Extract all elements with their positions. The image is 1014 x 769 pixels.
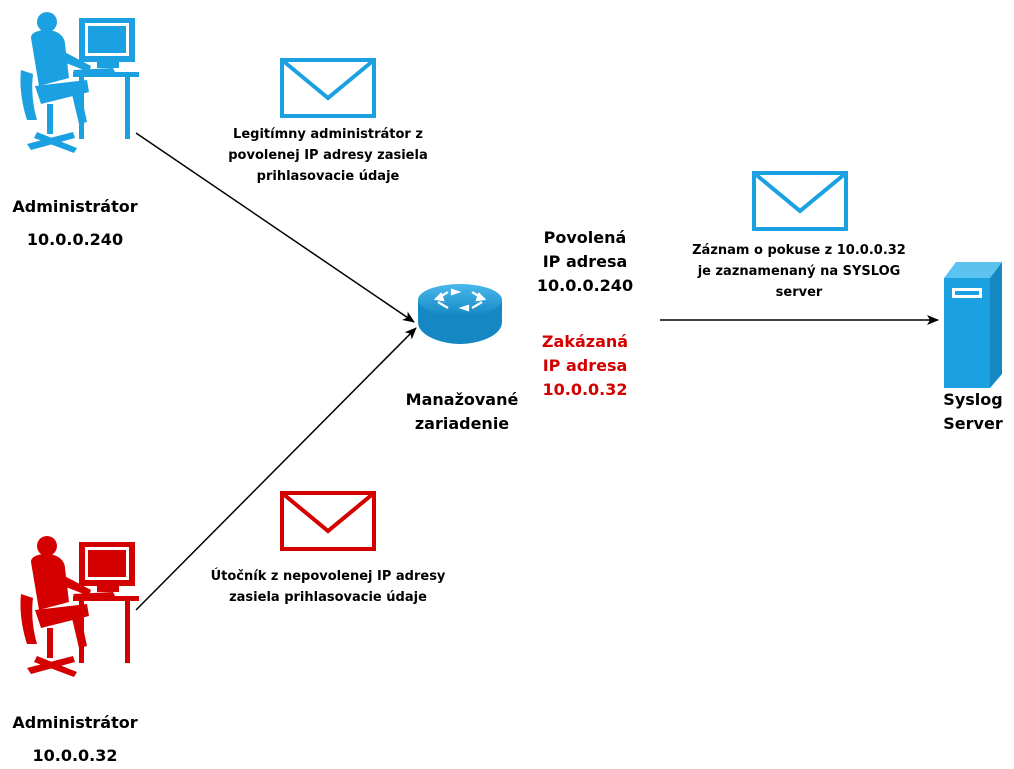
legit-message-line: prihlasovacie údaje bbox=[256, 169, 400, 184]
syslog-message-line: server bbox=[775, 285, 823, 300]
router-label-line: zariadenie bbox=[414, 414, 510, 433]
envelope-icon bbox=[280, 491, 376, 551]
allowed-ip-rule: Povolená IP adresa 10.0.0.240 bbox=[520, 226, 650, 298]
denied-ip-rule-line: 10.0.0.32 bbox=[542, 380, 628, 399]
person-at-computer-icon bbox=[20, 536, 139, 677]
admin-attacker-ip: 10.0.0.32 bbox=[32, 746, 118, 765]
syslog-server-label-line: Syslog bbox=[943, 390, 1003, 409]
admin-attacker-name: Administrátor bbox=[12, 713, 138, 732]
syslog-message: Záznam o pokuse z 10.0.0.32 je zaznamena… bbox=[666, 240, 932, 303]
admin-attacker-label: Administrátor 10.0.0.32 bbox=[0, 713, 150, 766]
syslog-message-line: je zaznamenaný na SYSLOG bbox=[697, 264, 901, 279]
attacker-message-line: zasiela prihlasovacie údaje bbox=[229, 590, 427, 605]
person-at-computer-icon bbox=[20, 12, 139, 153]
server-icon bbox=[944, 262, 1002, 388]
router-label: Manažované zariadenie bbox=[392, 388, 532, 436]
envelope-icon bbox=[752, 171, 848, 231]
denied-ip-rule-line: IP adresa bbox=[542, 356, 628, 375]
attacker-message-line: Útočník z nepovolenej IP adresy bbox=[210, 569, 446, 584]
syslog-server-label-line: Server bbox=[943, 414, 1003, 433]
legit-message: Legitímny administrátor z povolenej IP a… bbox=[208, 124, 448, 187]
connector-legit-to-router bbox=[135, 132, 415, 323]
syslog-message-line: Záznam o pokuse z 10.0.0.32 bbox=[692, 243, 906, 258]
admin-legit-name: Administrátor bbox=[12, 197, 138, 216]
envelope-icon bbox=[280, 58, 376, 118]
router-label-line: Manažované bbox=[405, 390, 519, 409]
legit-message-line: Legitímny administrátor z bbox=[233, 127, 423, 142]
allowed-ip-rule-line: IP adresa bbox=[542, 252, 628, 271]
legit-message-line: povolenej IP adresy zasiela bbox=[228, 148, 428, 163]
attacker-message: Útočník z nepovolenej IP adresy zasiela … bbox=[188, 566, 468, 608]
admin-legit-label: Administrátor 10.0.0.240 bbox=[0, 197, 150, 250]
allowed-ip-rule-line: 10.0.0.240 bbox=[536, 276, 634, 295]
denied-ip-rule: Zakázaná IP adresa 10.0.0.32 bbox=[525, 330, 645, 402]
connector-attacker-to-router bbox=[135, 327, 417, 611]
router-icon bbox=[418, 284, 502, 344]
allowed-ip-rule-line: Povolená bbox=[543, 228, 627, 247]
denied-ip-rule-line: Zakázaná bbox=[541, 332, 629, 351]
syslog-server-label: Syslog Server bbox=[934, 388, 1012, 436]
admin-legit-ip: 10.0.0.240 bbox=[26, 230, 124, 249]
